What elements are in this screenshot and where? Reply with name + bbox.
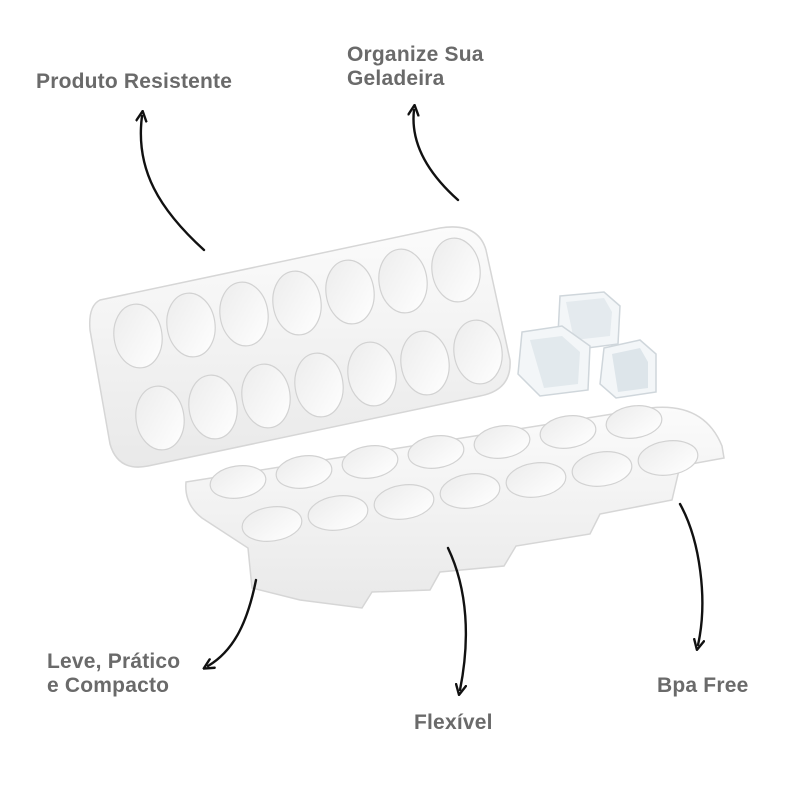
- label-bpa-free: Bpa Free: [657, 674, 748, 698]
- label-produto-resistente: Produto Resistente: [36, 70, 232, 94]
- tray-cell: [378, 248, 428, 314]
- label-flexivel: Flexível: [414, 711, 493, 735]
- tray-cell: [605, 405, 663, 439]
- label-organize-line2: Geladeira: [347, 67, 445, 90]
- label-organize-line1: Organize Sua: [347, 43, 484, 66]
- tray-cell: [505, 462, 567, 498]
- tray-cell: [439, 473, 501, 509]
- tray-cell: [453, 319, 503, 385]
- label-leve-pratico: Leve, Prático e Compacto: [47, 650, 180, 698]
- label-leve-line1: Leve, Prático: [47, 650, 181, 673]
- label-flexivel-text: Flexível: [414, 711, 493, 734]
- tray-cell: [407, 435, 465, 469]
- tray-cell: [166, 292, 216, 358]
- tray-cell: [373, 484, 435, 520]
- tray-cell: [325, 259, 375, 325]
- tray-cell: [241, 363, 291, 429]
- tray-cell: [341, 445, 399, 479]
- tray-cell: [294, 352, 344, 418]
- annotation-arrows: [141, 110, 702, 690]
- tray-cell: [135, 385, 185, 451]
- tray-cell: [241, 506, 303, 542]
- tray-cell: [400, 330, 450, 396]
- arrow-leve-pratico: [208, 578, 258, 666]
- arrow-produto-resistente: [141, 116, 206, 252]
- label-organize-geladeira: Organize Sua Geladeira: [347, 43, 484, 91]
- arrow-organize-geladeira: [413, 110, 460, 202]
- label-produto-resistente-text: Produto Resistente: [36, 70, 233, 93]
- tray-cell: [571, 451, 633, 487]
- label-leve-line2: e Compacto: [47, 674, 170, 697]
- tray-cell: [431, 237, 481, 303]
- tray-cell: [539, 415, 597, 449]
- tray-cell: [275, 455, 333, 489]
- back-ice-tray: [88, 226, 511, 468]
- arrow-bpa-free: [678, 502, 702, 645]
- tray-cell: [473, 425, 531, 459]
- tray-cell: [637, 440, 699, 476]
- tray-cell: [307, 495, 369, 531]
- tray-cell: [188, 374, 238, 440]
- tray-cell: [209, 465, 267, 499]
- tray-cell: [272, 270, 322, 336]
- tray-cell: [347, 341, 397, 407]
- ice-cubes: [517, 291, 657, 399]
- arrow-flexivel: [446, 546, 468, 690]
- front-ice-tray: [185, 405, 725, 609]
- tray-cell: [219, 281, 269, 347]
- tray-cell: [113, 303, 163, 369]
- label-bpa-free-text: Bpa Free: [657, 674, 749, 697]
